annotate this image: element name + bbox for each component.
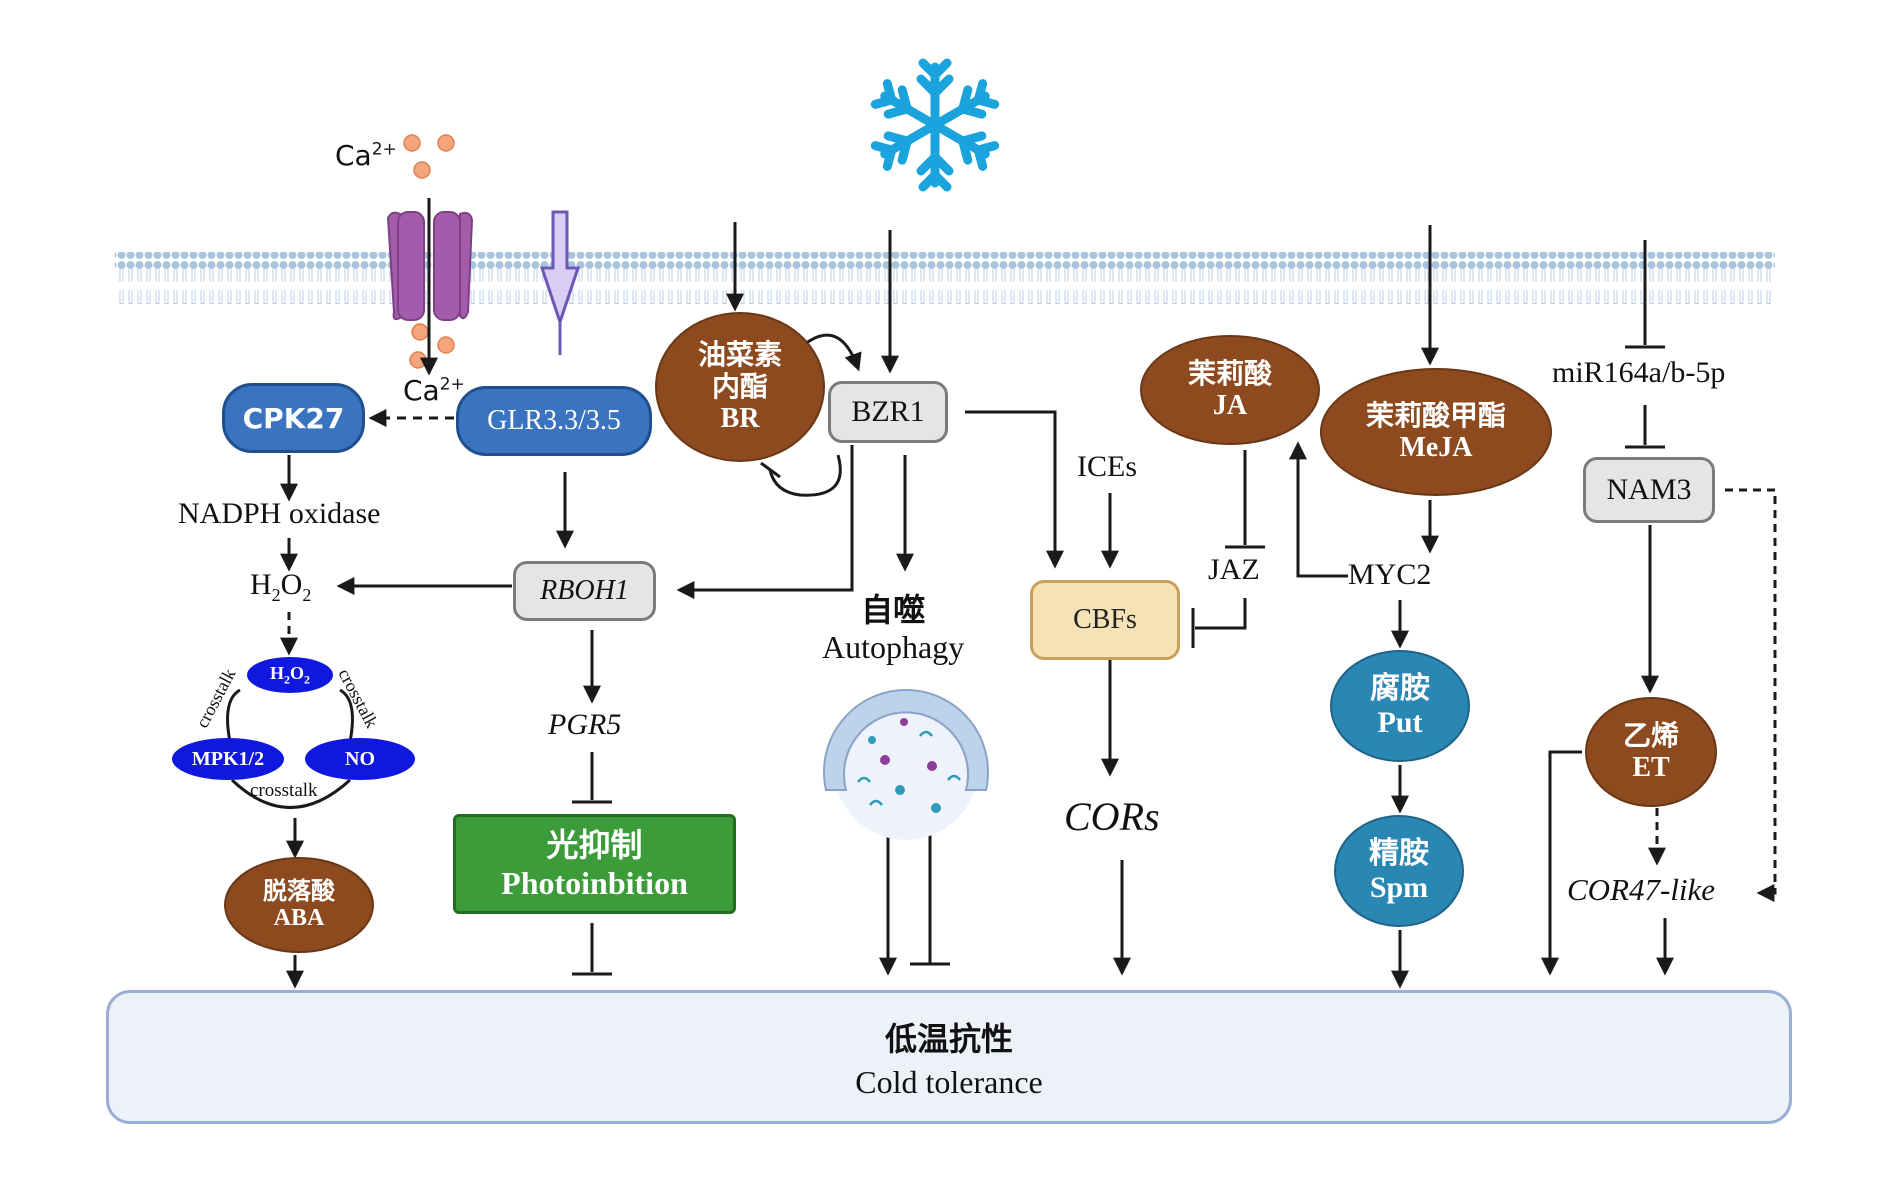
ca-ion-label-top: Ca2+ <box>335 139 397 172</box>
aba-node: 脱落酸 ABA <box>224 857 374 953</box>
ca-ion-label-bottom: Ca2+ <box>403 374 465 407</box>
autophagosome-icon <box>823 689 989 840</box>
bzr1-node: BZR1 <box>828 381 948 443</box>
myc2-label: MYC2 <box>1348 558 1432 591</box>
nadph-oxidase-label: NADPH oxidase <box>178 497 381 530</box>
cbfs-node: CBFs <box>1030 580 1180 660</box>
crosstalk-ring <box>226 688 354 809</box>
cor47-like-label: COR47-like <box>1567 872 1716 907</box>
calcium-ions <box>403 134 455 369</box>
put-node: 腐胺 Put <box>1330 650 1470 762</box>
glr-node: GLR3.3/3.5 <box>456 386 652 456</box>
spm-node: 精胺 Spm <box>1334 815 1464 927</box>
br-node: 油菜素 内酯 BR <box>655 312 825 462</box>
pgr5-label: PGR5 <box>548 708 622 741</box>
autophagy-label: 自噬 Autophagy <box>822 591 965 665</box>
meja-node: 茉莉酸甲酯 MeJA <box>1320 368 1552 496</box>
photoinhibition-node: 光抑制 Photoinbition <box>453 814 736 914</box>
rboh1-node: RBOH1 <box>513 561 656 621</box>
crosstalk-mpk-node: MPK1/2 <box>172 738 284 780</box>
ja-node: 茉莉酸 JA <box>1140 335 1320 445</box>
plasma-membrane <box>115 252 1775 304</box>
et-node: 乙烯 ET <box>1585 697 1717 807</box>
nam3-node: NAM3 <box>1583 457 1715 523</box>
ices-label: ICEs <box>1077 450 1137 483</box>
snowflake-icon <box>874 58 995 187</box>
jaz-label: JAZ <box>1208 553 1260 586</box>
calcium-channel-icon <box>386 211 474 321</box>
crosstalk-h2o2-node: H2O2 <box>247 657 333 693</box>
cpk27-node: CPK27 <box>222 383 365 453</box>
h2o2-label: H2O2 <box>250 568 312 605</box>
cold-tolerance-output: 低温抗性 Cold tolerance <box>106 990 1792 1124</box>
crosstalk-no-node: NO <box>305 738 415 780</box>
cors-label: CORs <box>1064 794 1160 839</box>
pathway-arrows <box>280 198 1777 989</box>
glr-channel-icon <box>539 210 581 355</box>
mir164-label: miR164a/b-5p <box>1552 356 1726 389</box>
crosstalk-label-bottom: crosstalk <box>250 780 318 801</box>
